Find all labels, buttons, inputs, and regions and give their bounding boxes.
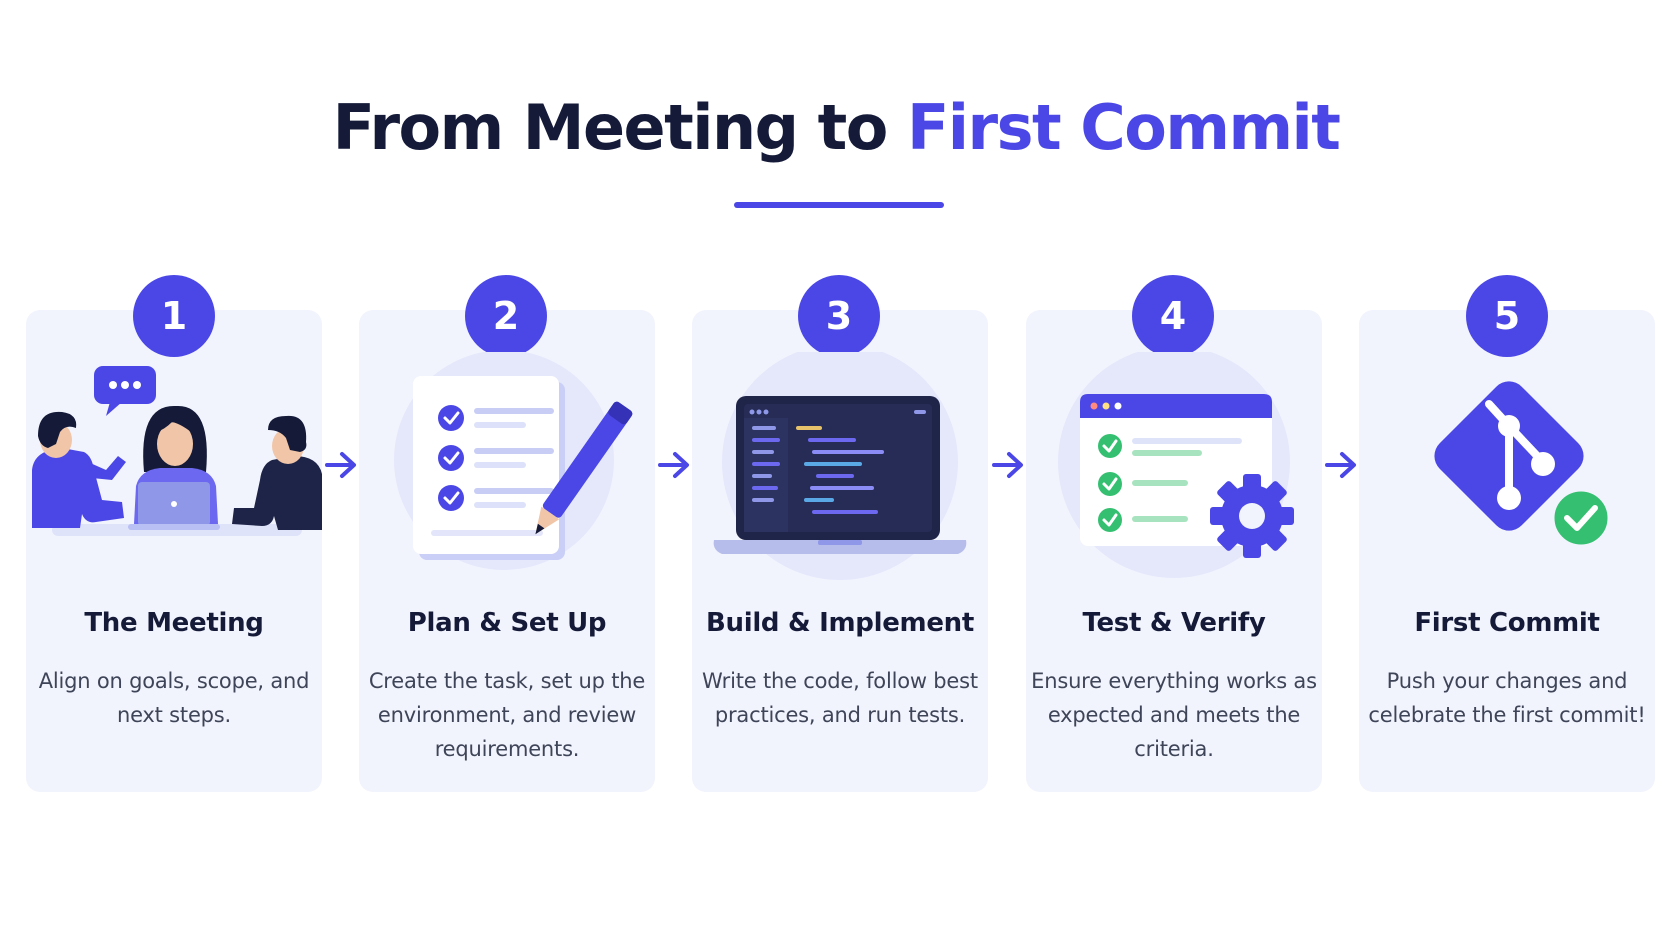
step-1-title: The Meeting	[84, 608, 264, 638]
page-title: From Meeting to First Commit	[0, 92, 1672, 163]
step-2-desc: Create the task, set up the environment,…	[368, 669, 646, 761]
title-underline	[734, 202, 944, 208]
step-4-title: Test & Verify	[1082, 608, 1266, 638]
arrow-right-icon	[325, 452, 356, 478]
step-5-badge: 5	[1466, 275, 1548, 357]
step-card-1	[26, 310, 322, 792]
step-4-badge: 4	[1132, 275, 1214, 357]
arrow-right-icon	[992, 452, 1023, 478]
title-part-1: From Meeting to	[332, 91, 889, 164]
test-window-gear-icon	[1058, 352, 1294, 578]
arrow-right-icon	[1325, 452, 1356, 478]
step-5-desc: Push your changes and celebrate the firs…	[1368, 669, 1646, 727]
title-part-2: First Commit	[906, 91, 1341, 164]
step-3-badge: 3	[798, 275, 880, 357]
step-3-title: Build & Implement	[705, 608, 975, 638]
laptop-code-icon	[713, 352, 967, 580]
arrow-right-icon	[658, 452, 689, 478]
step-1-badge: 1	[133, 275, 215, 357]
step-2-title: Plan & Set Up	[407, 608, 607, 638]
team-meeting-icon	[32, 366, 322, 536]
git-commit-icon	[1434, 381, 1613, 550]
checklist-pencil-icon	[394, 352, 633, 570]
step-2-badge: 2	[465, 275, 547, 357]
step-5-title: First Commit	[1414, 608, 1600, 638]
step-4-desc: Ensure everything works as expected and …	[1031, 669, 1317, 761]
step-1-desc: Align on goals, scope, and next steps.	[38, 669, 310, 727]
step-3-desc: Write the code, follow best practices, a…	[702, 669, 978, 727]
